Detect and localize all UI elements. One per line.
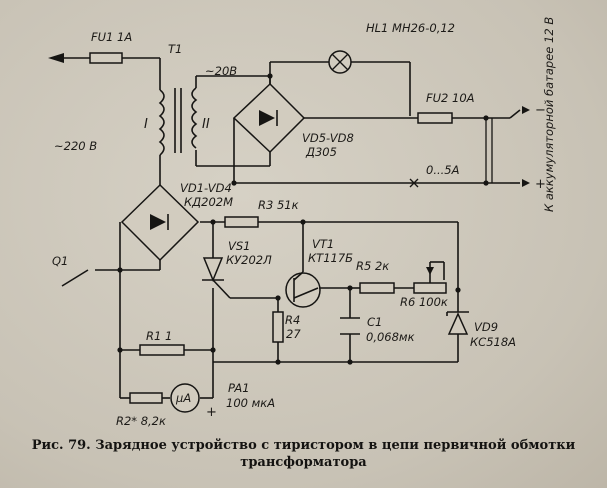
label-r5: R5 2к	[356, 259, 389, 273]
capacitor-c1	[340, 317, 360, 335]
label-winding-2: II	[202, 117, 210, 132]
transistor-vt1	[285, 271, 321, 308]
label-vs1: VS1	[228, 239, 250, 253]
label-vd1: VD1-VD4	[180, 181, 232, 195]
label-r3: R3 51к	[258, 198, 299, 212]
label-vd9: VD9	[474, 320, 498, 334]
potentiometer-r6	[413, 261, 447, 294]
lamp-hl1	[328, 50, 352, 74]
label-mua: µA	[175, 391, 191, 405]
label-d305: Д305	[305, 145, 337, 159]
label-fu2: FU2 10А	[426, 91, 475, 105]
resistor-r5	[359, 282, 395, 294]
junction-dots	[117, 73, 489, 365]
label-ku202: КУ202Л	[226, 253, 272, 267]
fuse-fu2	[417, 112, 453, 124]
label-pa1-value: 100 мкА	[226, 396, 275, 410]
caption-line-2: трансформатора	[240, 455, 367, 470]
ammeter-x-marker	[409, 178, 419, 188]
label-r2: R2* 8,2к	[116, 414, 166, 428]
figure-caption: Рис. 79. Зарядное устройство с тиристоро…	[0, 437, 607, 471]
label-r4-value: 27	[286, 327, 301, 341]
transformer-t1	[158, 87, 198, 156]
label-hl1: HL1 МН26-0,12	[366, 21, 455, 35]
caption-line-1: Рис. 79. Зарядное устройство с тиристоро…	[31, 438, 576, 453]
battery-terminals	[522, 106, 530, 187]
label-r4: R4	[285, 313, 300, 327]
label-r1: R1 1	[146, 329, 172, 343]
label-ks518: КС518А	[470, 335, 516, 349]
label-fu1: FU1 1А	[91, 30, 132, 44]
label-pa1-plus: +	[206, 405, 217, 420]
resistor-r1	[139, 344, 185, 356]
label-r6: R6 100к	[400, 295, 448, 309]
zener-vd9	[446, 290, 469, 335]
wiring	[61, 57, 521, 399]
label-range: 0...5А	[426, 163, 460, 177]
mains-arrow-icon	[48, 53, 64, 63]
label-v220: ~220 В	[54, 139, 97, 153]
resistor-r4	[272, 311, 284, 343]
label-plus: +	[535, 177, 546, 192]
label-c1: C1	[367, 315, 382, 329]
resistor-r3	[224, 216, 259, 228]
label-t1: T1	[168, 42, 182, 56]
label-kt117: КТ117Б	[308, 251, 353, 265]
label-vd5: VD5-VD8	[302, 131, 354, 145]
label-kd202: КД202М	[184, 195, 233, 209]
label-c1-value: 0,068мк	[366, 330, 415, 344]
fuse-fu1	[89, 52, 123, 64]
microammeter-pa1	[170, 383, 200, 413]
label-battery: К аккумуляторной батарее 12 В	[542, 17, 556, 212]
label-winding-1: I	[144, 117, 148, 132]
label-vt1: VT1	[312, 237, 334, 251]
bridge-vd5-vd8	[232, 82, 306, 154]
label-minus: −	[535, 103, 546, 118]
label-pa1: PA1	[228, 381, 250, 395]
resistor-r2	[129, 392, 163, 404]
label-q1: Q1	[52, 254, 68, 268]
thyristor-vs1	[202, 257, 224, 282]
label-v20: ~20В	[205, 64, 237, 78]
bridge-vd1-vd4	[120, 183, 200, 262]
